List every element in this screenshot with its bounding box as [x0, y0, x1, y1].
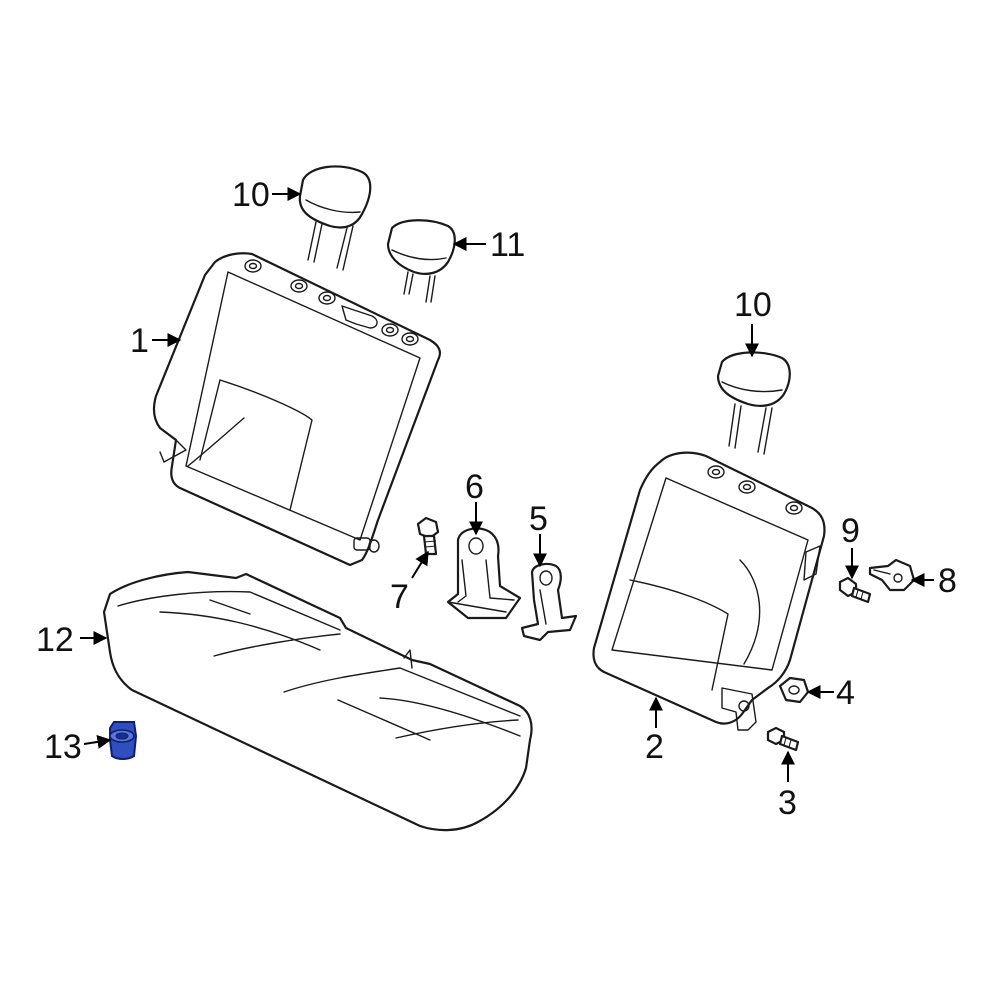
headrest-right — [716, 351, 791, 455]
headrest-left — [298, 165, 372, 271]
left-seat-back — [152, 252, 441, 567]
callout-12: 12 — [36, 621, 74, 659]
callout-7: 7 — [390, 578, 409, 616]
bolt-7 — [416, 516, 440, 556]
nut-4 — [778, 676, 810, 704]
bolt-3 — [766, 726, 800, 752]
callout-5: 5 — [529, 500, 548, 538]
highlighted-clip-13 — [109, 721, 138, 760]
callout-9: 9 — [841, 512, 860, 550]
callout-2: 2 — [645, 728, 664, 766]
callout-4: 4 — [836, 674, 855, 712]
callout-10-left: 10 — [232, 176, 270, 214]
headrest-center — [386, 219, 456, 303]
hinge-bracket — [446, 527, 522, 620]
callout-numbers: 1 2 3 4 5 6 7 8 9 10 10 11 12 13 — [36, 176, 957, 822]
striker-plate — [868, 558, 916, 592]
callout-3: 3 — [778, 784, 797, 822]
callout-1: 1 — [130, 322, 149, 360]
leader-lines — [80, 187, 934, 782]
callout-6: 6 — [465, 468, 484, 506]
callout-11: 11 — [490, 226, 525, 264]
hook-bracket — [520, 562, 578, 642]
bolt-9 — [838, 576, 872, 604]
right-seat-back — [592, 451, 826, 731]
callout-8: 8 — [938, 562, 957, 600]
callout-13: 13 — [44, 728, 82, 766]
callout-10-right: 10 — [734, 286, 772, 324]
seat-cushion — [102, 570, 533, 832]
